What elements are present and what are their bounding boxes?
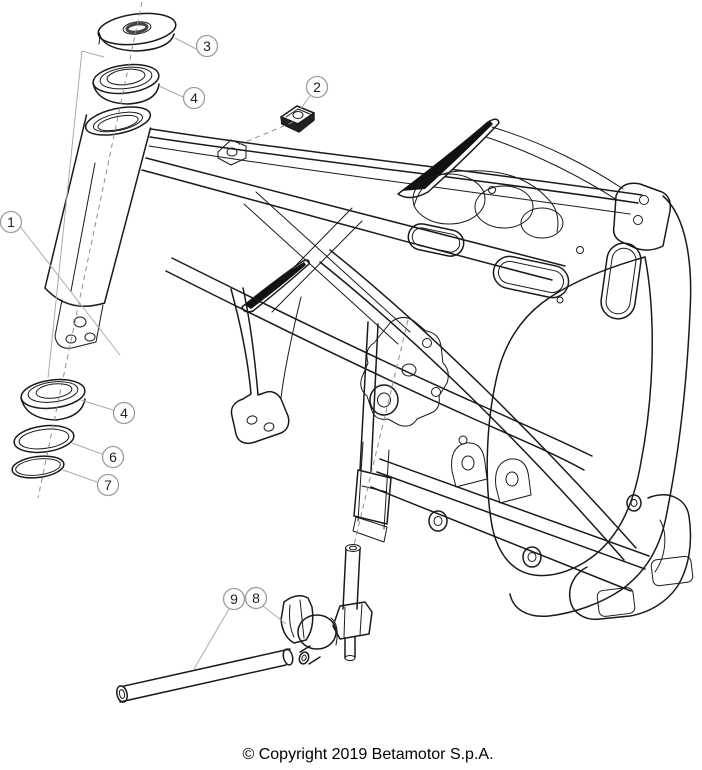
callout-circle (96, 473, 120, 497)
leader-line-seal-ring (71, 442, 103, 455)
callout-circle (222, 587, 246, 611)
copyright-text: © Copyright 2019 Betamotor S.p.A. (242, 746, 494, 763)
leader-line-upper-steering-bearing (158, 85, 184, 98)
callout-number: 4 (120, 405, 128, 421)
exploded-parts (11, 12, 373, 703)
leader-line-fuel-tap (262, 605, 287, 625)
assembly-axis-lines (37, 1, 409, 546)
callout-circle (305, 75, 329, 99)
leader-line-clip-nut (300, 95, 311, 109)
swingarm-pivot (353, 317, 449, 525)
part-o-ring (11, 455, 65, 479)
callout-lower-steering-bearing: 4 (112, 401, 136, 425)
rear-frame-loop (319, 195, 692, 617)
main-spars (141, 128, 643, 281)
callout-fuel-hose: 9 (222, 587, 246, 611)
callout-frame-body: 1 (0, 210, 23, 234)
front-engine-bracket (230, 287, 302, 445)
callout-fuel-tap: 8 (244, 586, 268, 610)
lower-cross-member (352, 441, 650, 592)
leader-line-frame-body (18, 224, 121, 356)
callout-number: 1 (7, 214, 15, 230)
part-upper-bearing (92, 63, 160, 105)
callout-number: 2 (313, 79, 321, 95)
fuel-tap-axis-dashed-line (353, 319, 409, 546)
callout-circle (244, 586, 268, 610)
callout-circle (101, 445, 125, 469)
callout-number: 3 (203, 38, 211, 54)
part-lower-bearing (20, 378, 86, 421)
callout-seal-ring: 6 (101, 445, 125, 469)
part-dust-washer (97, 12, 177, 52)
beam-cutouts (407, 223, 642, 320)
frame-drawing (44, 106, 694, 621)
callout-circle (195, 34, 219, 58)
callout-dust-cover-washer: 3 (195, 34, 219, 58)
seat-rail-blades (241, 118, 624, 313)
callout-number: 4 (190, 90, 198, 106)
steering-axis-dashed-line (37, 1, 143, 499)
rear-top-bracket (612, 182, 672, 251)
callout-circle (112, 401, 136, 425)
part-fuel-hose (116, 648, 294, 703)
part-seal-ring (13, 424, 75, 454)
head-tube (44, 106, 152, 349)
callout-upper-steering-bearing: 4 (182, 86, 206, 110)
leader-line-o-ring (62, 469, 98, 483)
leader-line-fuel-hose (193, 608, 230, 670)
callout-o-ring: 7 (96, 473, 120, 497)
leader-line-lower-steering-bearing (80, 399, 114, 411)
part-fuel-tap (280, 544, 373, 665)
bearing-pair-trace-line (47, 50, 105, 379)
nut-axis-dashed-line (235, 121, 294, 147)
leader-line-dust-cover-washer (174, 37, 197, 50)
callout-circle (0, 210, 23, 234)
upper-mount-shapes (412, 170, 564, 239)
part-clip-nut (280, 105, 315, 133)
callout-number: 9 (230, 591, 238, 607)
callout-number: 7 (104, 477, 112, 493)
callout-circle (182, 86, 206, 110)
callout-number: 6 (109, 449, 117, 465)
rear-lower-gusset (568, 494, 694, 621)
callout-number: 8 (252, 590, 260, 606)
callout-clip-nut: 2 (305, 75, 329, 99)
nut-bracket (217, 139, 247, 166)
